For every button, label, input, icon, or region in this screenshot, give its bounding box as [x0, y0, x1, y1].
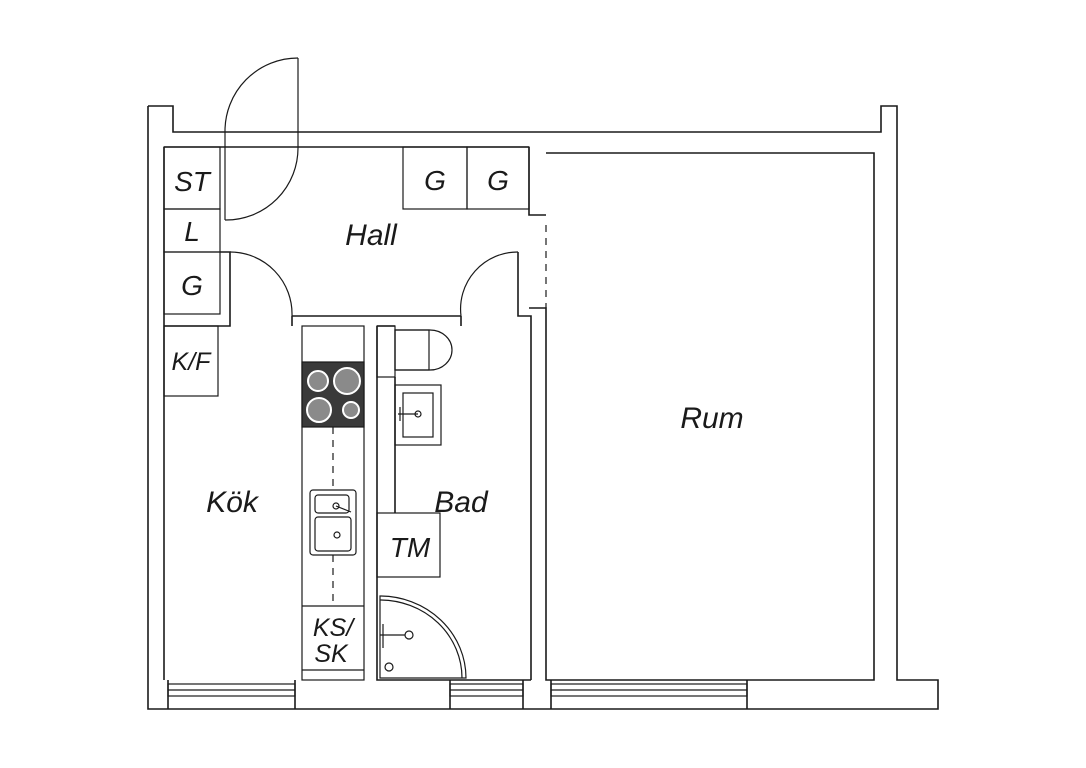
entrance-door [224, 57, 299, 221]
label-g-top-1: G [424, 165, 446, 196]
label-sk: SK [314, 640, 349, 668]
bathroom-door [459, 251, 519, 317]
bathroom-sink-icon [394, 384, 442, 446]
hall-walls [164, 147, 875, 681]
kitchen-sink-icon [309, 489, 357, 556]
washing-machine [376, 512, 441, 578]
left-cabinets [163, 146, 221, 397]
label-l: L [184, 216, 200, 247]
label-g-top-2: G [487, 165, 509, 196]
labels: ST L G K/F G G Hall Kök Bad Rum TM KS/ S… [172, 165, 744, 668]
room-label-hall: Hall [345, 219, 398, 252]
label-g-left: G [181, 270, 203, 301]
room-label-rum: Rum [680, 402, 743, 435]
shower-icon [379, 595, 467, 679]
label-tm: TM [390, 532, 431, 563]
label-ks: KS/ [313, 614, 356, 642]
label-kf: K/F [172, 348, 213, 376]
room-label-bad: Bad [434, 486, 489, 519]
exterior-walls [147, 105, 939, 710]
hall-wardrobes [402, 146, 530, 210]
toilet-icon [376, 325, 453, 378]
windows [167, 680, 748, 709]
room-label-kok: Kök [206, 486, 260, 519]
kitchen-door [229, 251, 293, 317]
label-st: ST [174, 166, 212, 197]
kitchen-counter [301, 325, 365, 681]
stove-icon [301, 361, 365, 428]
